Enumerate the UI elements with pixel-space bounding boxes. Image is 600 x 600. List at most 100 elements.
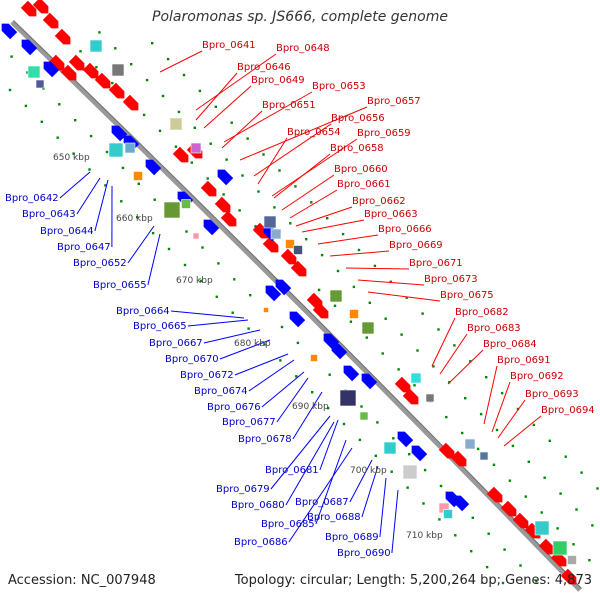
guide-dot xyxy=(408,453,411,456)
guide-dot xyxy=(413,384,416,387)
gene-label-bpro_0687: Bpro_0687 xyxy=(295,497,349,508)
guide-dot xyxy=(153,198,156,201)
forward-gene-arrow xyxy=(538,538,555,555)
guide-dot xyxy=(439,484,443,488)
guide-dot xyxy=(104,184,107,187)
guide-dot xyxy=(349,320,353,323)
gene-label-bpro_0674: Bpro_0674 xyxy=(194,386,248,397)
leader-line xyxy=(195,72,238,121)
gene-label-bpro_0667: Bpro_0667 xyxy=(149,338,203,349)
guide-dot xyxy=(167,247,171,251)
guide-dot xyxy=(310,201,313,204)
gene-block xyxy=(124,142,136,154)
guide-dot xyxy=(74,119,77,122)
guide-dot xyxy=(454,534,457,537)
gene-label-bpro_0653: Bpro_0653 xyxy=(312,81,366,92)
gene-label-bpro_0676: Bpro_0676 xyxy=(207,402,261,413)
guide-dot xyxy=(511,444,515,448)
guide-dot xyxy=(508,479,512,482)
gene-label-bpro_0692: Bpro_0692 xyxy=(510,371,564,382)
forward-gene-arrow xyxy=(200,180,217,197)
guide-dot xyxy=(72,152,75,155)
genome-summary: Topology: circular; Length: 5,200,264 bp… xyxy=(234,573,592,588)
gene-block xyxy=(552,540,568,556)
gene-block xyxy=(383,441,397,455)
guide-dot xyxy=(500,391,504,395)
forward-gene-arrow xyxy=(54,28,71,45)
genome-backbone xyxy=(10,20,582,592)
guide-dot xyxy=(405,296,408,299)
guide-dot xyxy=(341,232,345,236)
scale-tick-label: 670 kbp xyxy=(176,276,213,286)
guide-dot xyxy=(206,177,209,180)
guide-dot xyxy=(161,94,165,98)
scale-tick-label: 710 kbp xyxy=(406,531,443,541)
gene-block xyxy=(464,438,476,450)
guide-dot xyxy=(280,325,284,329)
guide-dot xyxy=(254,225,257,228)
gene-label-bpro_0690: Bpro_0690 xyxy=(337,548,391,559)
forward-gene-arrow xyxy=(252,222,269,239)
guide-dot xyxy=(501,581,505,585)
leader-line xyxy=(497,399,526,439)
guide-dot xyxy=(390,470,393,473)
gene-block xyxy=(285,239,295,249)
gene-label-bpro_0669: Bpro_0669 xyxy=(389,240,443,251)
accession-text: Accession: NC_007948 xyxy=(8,573,156,588)
guide-dot xyxy=(548,439,551,442)
forward-gene-arrow xyxy=(220,210,237,227)
dotted-guides xyxy=(8,31,599,585)
gene-label-bpro_0680: Bpro_0680 xyxy=(231,500,285,511)
gene-label-bpro_0656: Bpro_0656 xyxy=(331,113,385,124)
gene-label-bpro_0647: Bpro_0647 xyxy=(57,242,111,253)
gene-block xyxy=(263,215,277,229)
reverse-gene-arrow xyxy=(111,125,128,142)
guide-dot xyxy=(225,158,228,161)
leader-line xyxy=(285,421,335,506)
guide-dot xyxy=(556,527,559,530)
guide-dot xyxy=(185,230,188,233)
leader-line xyxy=(295,206,353,227)
guide-dot xyxy=(543,476,546,479)
leader-line xyxy=(301,219,365,233)
forward-gene-arrow xyxy=(32,0,49,14)
leader-line xyxy=(289,189,338,219)
scale-tick-label: 650 kbp xyxy=(53,153,90,163)
leader-line xyxy=(221,110,263,149)
reverse-gene-arrow xyxy=(361,373,378,390)
gene-block xyxy=(169,117,183,131)
guide-dot xyxy=(469,360,472,363)
guide-dot xyxy=(40,120,43,123)
forward-gene-arrow xyxy=(60,64,77,81)
gene-label-bpro_0658: Bpro_0658 xyxy=(330,143,384,154)
guide-dot xyxy=(136,216,139,219)
gene-label-bpro_0665: Bpro_0665 xyxy=(133,321,187,332)
guide-dot xyxy=(177,110,181,114)
gene-label-bpro_0661: Bpro_0661 xyxy=(337,179,391,190)
guide-dot xyxy=(400,333,403,336)
leader-line xyxy=(349,459,373,503)
guide-dot xyxy=(279,359,282,362)
leader-line xyxy=(248,359,295,392)
forward-gene-arrow xyxy=(82,62,99,79)
guide-dot xyxy=(470,550,473,553)
gene-block xyxy=(27,65,41,79)
forward-gene-arrow xyxy=(262,236,279,253)
gene-label-bpro_0660: Bpro_0660 xyxy=(334,164,388,175)
guide-dot xyxy=(209,142,212,145)
forward-gene-arrow xyxy=(108,82,125,99)
gene-features xyxy=(1,0,577,585)
gene-block xyxy=(534,520,550,536)
leader-line xyxy=(76,177,101,215)
gene-block xyxy=(361,321,375,335)
guide-dot xyxy=(588,559,591,562)
gene-label-bpro_0685: Bpro_0685 xyxy=(261,519,315,530)
leader-line xyxy=(317,234,379,245)
gene-label-bpro_0675: Bpro_0675 xyxy=(440,290,494,301)
gene-label-bpro_0657: Bpro_0657 xyxy=(367,96,421,107)
guide-dot xyxy=(453,344,456,347)
forward-gene-arrow xyxy=(214,196,231,213)
guide-dot xyxy=(376,421,379,424)
